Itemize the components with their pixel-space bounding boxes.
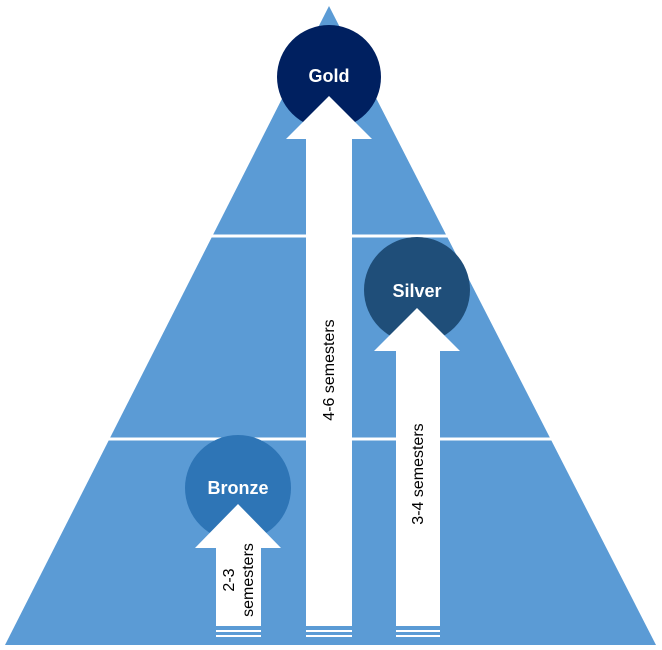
gold-medal-label: Gold bbox=[309, 66, 350, 86]
silver-medal-circle bbox=[364, 237, 470, 343]
gold-duration-label: 4-6 semesters bbox=[321, 319, 338, 420]
silver-arrow bbox=[374, 308, 460, 626]
svg-text:2-3: 2-3 bbox=[221, 568, 238, 591]
silver-arrow-stripes bbox=[396, 630, 440, 637]
svg-text:semesters: semesters bbox=[240, 543, 257, 617]
bronze-arrow-stripes bbox=[216, 630, 261, 637]
bronze-arrow bbox=[195, 504, 281, 626]
gold-arrow bbox=[286, 96, 372, 626]
bronze-duration-label: 2-3 semesters bbox=[221, 543, 257, 617]
gold-arrow-stripes bbox=[306, 630, 352, 637]
bronze-medal-label: Bronze bbox=[207, 478, 268, 498]
bronze-medal-circle bbox=[185, 435, 291, 541]
silver-duration-label: 3-4 semesters bbox=[410, 423, 427, 524]
gold-medal-circle bbox=[277, 25, 381, 129]
silver-medal-label: Silver bbox=[392, 281, 441, 301]
